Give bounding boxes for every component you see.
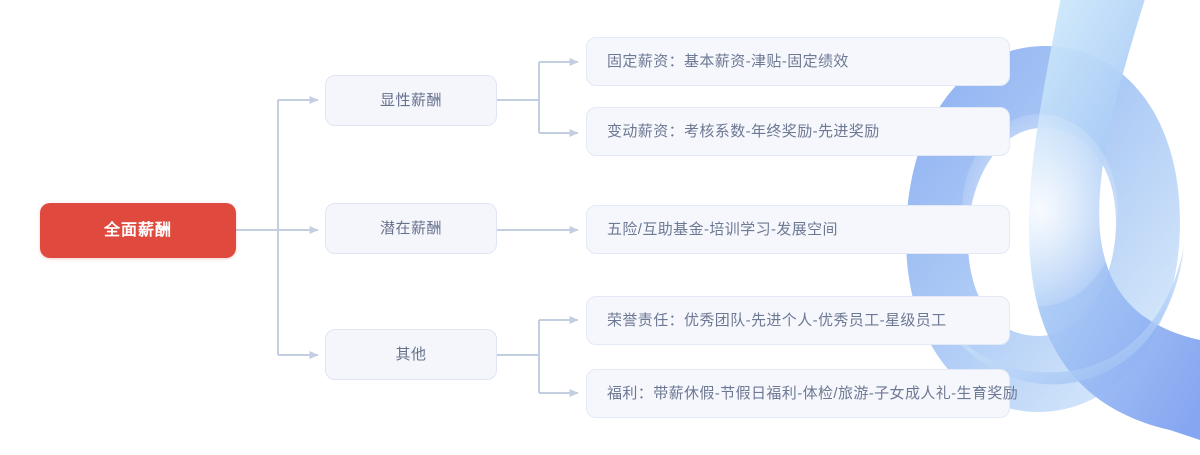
leaf-node-fixed-salary[interactable]: 固定薪资：基本薪资-津贴-固定绩效 bbox=[586, 37, 1010, 86]
root-node-total-compensation[interactable]: 全面薪酬 bbox=[40, 203, 236, 258]
leaf-node-label: 固定薪资：基本薪资-津贴-固定绩效 bbox=[607, 52, 849, 70]
branch-node-label: 潜在薪酬 bbox=[379, 219, 442, 237]
branch-node-latent-pay[interactable]: 潜在薪酬 bbox=[325, 203, 497, 254]
leaf-node-honor-responsibility[interactable]: 荣誉责任：优秀团队-先进个人-优秀员工-星级员工 bbox=[586, 296, 1010, 345]
branch-node-label: 显性薪酬 bbox=[379, 91, 442, 109]
leaf-node-label: 荣誉责任：优秀团队-先进个人-优秀员工-星级员工 bbox=[607, 311, 947, 329]
leaf-node-label: 变动薪资：考核系数-年终奖励-先进奖励 bbox=[607, 122, 880, 140]
leaf-node-label: 福利：带薪休假-节假日福利-体检/旅游-子女成人礼-生育奖励 bbox=[607, 384, 1019, 402]
leaf-node-label: 五险/互助基金-培训学习-发展空间 bbox=[607, 220, 838, 238]
branch-node-explicit-pay[interactable]: 显性薪酬 bbox=[325, 75, 497, 126]
leaf-node-variable-salary[interactable]: 变动薪资：考核系数-年终奖励-先进奖励 bbox=[586, 107, 1010, 156]
leaf-node-insurance-training-growth[interactable]: 五险/互助基金-培训学习-发展空间 bbox=[586, 205, 1010, 254]
leaf-node-welfare[interactable]: 福利：带薪休假-节假日福利-体检/旅游-子女成人礼-生育奖励 bbox=[586, 369, 1018, 418]
branch-node-other[interactable]: 其他 bbox=[325, 329, 497, 380]
branch-node-label: 其他 bbox=[395, 345, 427, 363]
root-node-label: 全面薪酬 bbox=[103, 221, 172, 239]
